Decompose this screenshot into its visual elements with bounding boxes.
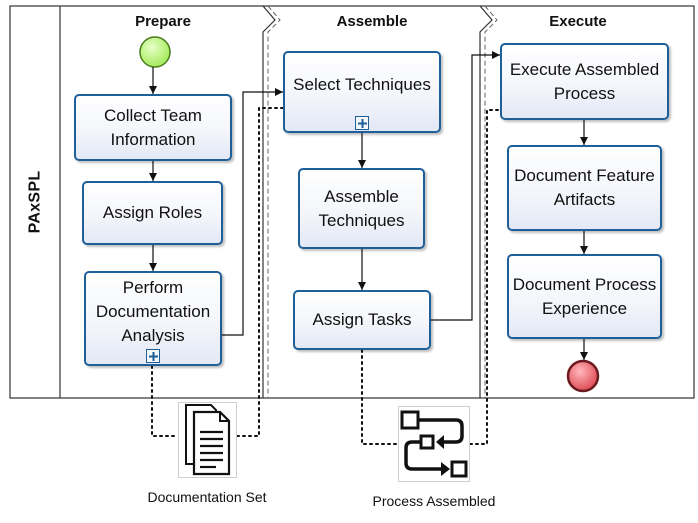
task-label: Document Process Experience — [512, 274, 657, 318]
pool-label-text: PAxSPL — [26, 170, 44, 234]
pool-frame — [9, 5, 695, 399]
pool-label: PAxSPL — [10, 6, 60, 398]
task-label: Document Feature Artifacts — [514, 166, 655, 209]
start-event — [139, 36, 171, 68]
association-docset-to-select — [236, 107, 284, 437]
task-document-process-experience[interactable]: Document Process Experience — [507, 254, 662, 339]
task-label: Select Techniques — [293, 75, 431, 94]
task-select-techniques[interactable]: Select Techniques — [283, 51, 441, 133]
association-processassembled-to-execute — [469, 109, 501, 445]
artifact-label-documentation-set: Documentation Set — [147, 489, 267, 505]
task-assign-tasks[interactable]: Assign Tasks — [293, 290, 431, 350]
lane-title-prepare: Prepare — [135, 13, 191, 30]
task-assign-roles[interactable]: Assign Roles — [82, 181, 223, 245]
subprocess-plus-icon — [146, 349, 160, 363]
lane-title-execute: Execute — [549, 13, 607, 30]
task-label: Assign Roles — [102, 203, 203, 222]
document-icon — [178, 402, 237, 478]
lane-divider-1 — [262, 5, 276, 398]
lane-divider-1-shadow — [267, 5, 281, 398]
task-execute-assembled-process[interactable]: Execute Assembled Process — [500, 43, 669, 120]
lane-title-assemble: Assemble — [336, 13, 408, 30]
task-perform-documentation-analysis[interactable]: Perform Documentation Analysis — [84, 271, 222, 366]
task-label: Execute Assembled Process — [509, 59, 660, 103]
task-label: Assign Tasks — [312, 310, 412, 329]
flow-tasks-to-execute — [430, 51, 500, 321]
artifact-label-process-assembled: Process Assembled — [372, 493, 496, 509]
lane-divider-2 — [479, 5, 493, 398]
task-label: Collect Team Information — [104, 105, 202, 149]
task-label: Assemble Techniques — [318, 186, 405, 230]
association-tasks-to-processassembled — [361, 349, 399, 445]
task-collect-team-information[interactable]: Collect Team Information — [74, 94, 232, 161]
lane-divider-2-shadow — [484, 5, 498, 398]
task-document-feature-artifacts[interactable]: Document Feature Artifacts — [507, 145, 662, 231]
association-analysis-to-docset — [151, 365, 179, 437]
flow-analysis-to-select — [221, 88, 283, 336]
process-flow-icon — [398, 406, 470, 482]
subprocess-plus-icon — [355, 116, 369, 130]
end-event — [566, 359, 600, 393]
task-assemble-techniques[interactable]: Assemble Techniques — [298, 168, 425, 249]
task-label: Perform Documentation Analysis — [95, 277, 211, 345]
